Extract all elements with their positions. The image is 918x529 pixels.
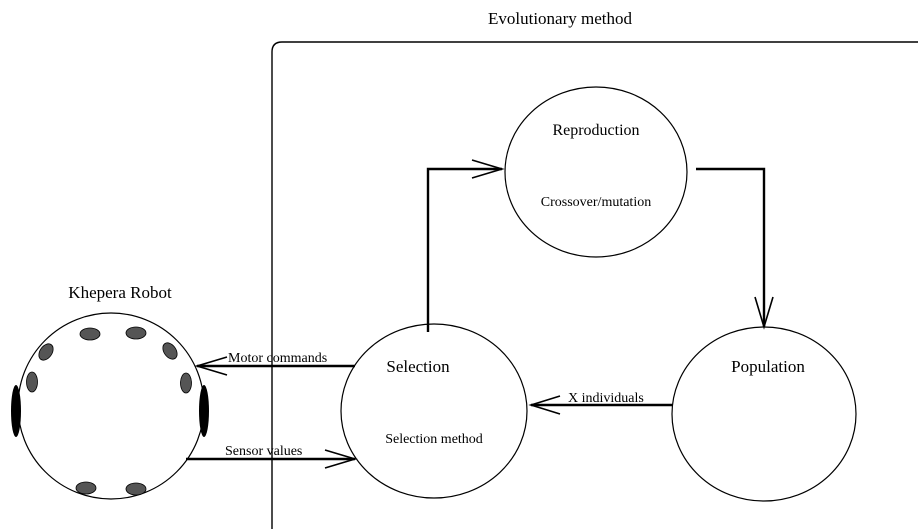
population-title: Population — [731, 357, 805, 376]
population-node: Population — [671, 326, 857, 502]
edge-reproduction-to-population — [696, 167, 774, 330]
sensor-7 — [75, 481, 97, 495]
sensor-5 — [26, 371, 38, 393]
reproduction-title: Reproduction — [552, 122, 639, 139]
edge-selection-to-reproduction — [426, 159, 505, 332]
edge-motor-commands: Motor commands — [194, 351, 355, 376]
x-individuals-label: X individuals — [568, 391, 644, 406]
selection-title: Selection — [386, 357, 450, 376]
sensor-2 — [125, 326, 147, 340]
selection-node: Selection Selection method — [340, 323, 528, 499]
edge-population-to-selection: X individuals — [528, 391, 672, 415]
left-wheel — [11, 385, 21, 437]
sensor-3 — [38, 343, 54, 361]
reproduction-node: Reproduction Crossover/mutation — [504, 86, 688, 258]
robot-title: Khepera Robot — [68, 283, 172, 302]
right-wheel — [199, 385, 209, 437]
reproduction-subtitle: Crossover/mutation — [541, 195, 651, 210]
edge-sensor-values: Sensor values — [186, 444, 358, 469]
sensor-values-label: Sensor values — [225, 444, 302, 459]
motor-commands-label: Motor commands — [228, 351, 327, 366]
selection-subtitle: Selection method — [385, 432, 483, 447]
population-ellipse — [671, 326, 857, 502]
frame-title: Evolutionary method — [488, 9, 633, 28]
khepera-robot — [11, 312, 209, 500]
sensor-8 — [125, 482, 147, 496]
sensor-6 — [180, 372, 192, 394]
robot-body — [17, 312, 205, 500]
evolutionary-method-frame — [271, 41, 918, 529]
sensor-1 — [79, 327, 101, 341]
sensor-4 — [162, 342, 178, 360]
reproduction-ellipse — [504, 86, 688, 258]
selection-ellipse — [340, 323, 528, 499]
